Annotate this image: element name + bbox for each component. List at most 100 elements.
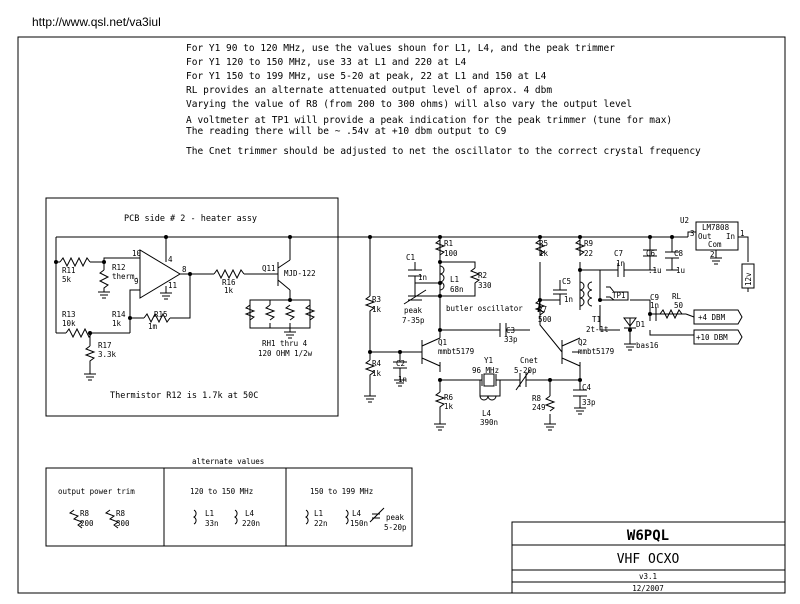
pin-label: 4 xyxy=(168,255,173,264)
value-l4: 390n xyxy=(480,418,498,427)
label-l1: L1 xyxy=(450,275,459,284)
label-r12: R12 xyxy=(112,263,126,272)
regulator-u2 xyxy=(695,221,739,251)
label-c3: C3 xyxy=(506,326,515,335)
label-c5: C5 xyxy=(562,277,571,286)
alternate-box xyxy=(45,467,413,547)
ground-symbol xyxy=(710,257,722,265)
note-line: For Y1 120 to 150 MHz, use 33 at L1 and … xyxy=(186,57,467,68)
alt-value: 300 xyxy=(116,519,130,528)
alternate-labels: alternate values output power trim R8 20… xyxy=(58,457,407,532)
label-c7: C7 xyxy=(614,249,623,258)
resistor-r16 xyxy=(213,268,245,280)
crystal-plates xyxy=(481,374,497,386)
ground-symbol xyxy=(98,291,110,299)
value-r11: 5k xyxy=(62,275,72,284)
value-r14: 1k xyxy=(112,319,122,328)
pin-label: 9 xyxy=(134,277,139,286)
resistor-r9 xyxy=(574,239,586,256)
ground-symbol xyxy=(434,423,446,431)
label-r15: R15 xyxy=(154,310,168,319)
label-r6: R6 xyxy=(444,393,454,402)
alt-inductors-a xyxy=(192,509,238,525)
pin-label: 8 xyxy=(182,265,187,274)
alt-value: 22n xyxy=(314,519,328,528)
value-r7: 500 xyxy=(538,315,552,324)
transformer-t1 xyxy=(579,281,593,307)
alt-inductors-b xyxy=(304,509,349,525)
thermistor-note: Thermistor R12 is 1.7k at 50C xyxy=(110,391,258,401)
label-r5: R5 xyxy=(539,239,548,248)
crystal-y1 xyxy=(483,373,495,387)
label-r1: R1 xyxy=(444,239,453,248)
value-t1: 2t-1t xyxy=(586,325,609,334)
schematic-title: VHF OCXO xyxy=(617,552,680,567)
capacitor-c7 xyxy=(617,263,625,277)
resistor-r3 xyxy=(364,295,376,320)
transistor-q2 xyxy=(561,337,581,367)
heater-resistor xyxy=(284,304,296,332)
value-c2: 1n xyxy=(398,375,407,384)
label-c8: C8 xyxy=(674,249,684,258)
oscillator-labels: R1 100 C1 1n L1 68n R2 330 peak 7-35p bu… xyxy=(372,216,753,427)
resistor-r13 xyxy=(65,327,93,339)
input-12v-flag xyxy=(741,263,755,292)
alt-part: L1 xyxy=(205,509,214,518)
heater-resistor xyxy=(244,304,256,321)
ground-symbol xyxy=(574,407,586,415)
label-y1: Y1 xyxy=(484,356,493,365)
label-c1: C1 xyxy=(406,253,415,262)
label-r8: R8 xyxy=(532,394,542,403)
inductor-l4 xyxy=(479,395,497,401)
ground-symbol xyxy=(160,292,172,300)
resistor-r4 xyxy=(364,359,376,384)
value-r16: 1k xyxy=(224,286,234,295)
heater-resistor xyxy=(304,304,316,321)
reg-pin: 2 xyxy=(710,250,715,259)
notes-block: For Y1 90 to 120 MHz, use the values sho… xyxy=(186,43,701,157)
note-line: Varying the value of R8 (from 200 to 300… xyxy=(186,99,632,110)
value-r8: 249 xyxy=(532,403,546,412)
value-c1: 1n xyxy=(418,273,427,282)
alt-part: R8 xyxy=(116,509,126,518)
value-r1: 100 xyxy=(444,249,458,258)
alt-value: 220n xyxy=(242,519,260,528)
label-cnet: Cnet xyxy=(520,356,538,365)
reg-pin: 1 xyxy=(740,229,745,238)
regulator-com: Com xyxy=(708,240,722,249)
ground-symbol xyxy=(284,331,296,339)
alt-resistors xyxy=(68,509,120,529)
value-c5: 1n xyxy=(564,295,573,304)
output-flag-4dbm xyxy=(693,309,743,325)
ground-symbol xyxy=(394,379,406,387)
label-rl: RL xyxy=(672,292,682,301)
value-c9: 1n xyxy=(650,301,659,310)
output-4dbm-label: +4 DBM xyxy=(698,313,726,322)
butler-label: butler oscillator xyxy=(446,304,523,313)
alt-part: R8 xyxy=(80,509,90,518)
value-r6: 1k xyxy=(444,402,454,411)
note-line: For Y1 150 to 199 MHz, use 5-20 at peak,… xyxy=(186,71,547,82)
heater-resistor xyxy=(264,300,276,328)
value-r2: 330 xyxy=(478,281,492,290)
capacitor-peak xyxy=(403,289,427,305)
value-l1: 68n xyxy=(450,285,464,294)
value-r12: therm. xyxy=(112,272,139,281)
url-text[interactable]: http://www.qsl.net/va3iul xyxy=(32,15,161,29)
resistor-r11 xyxy=(59,256,91,268)
value-r13: 10k xyxy=(62,319,76,328)
value-r3: 1k xyxy=(372,305,382,314)
resistor-r8 xyxy=(544,395,556,412)
title-block-dividers xyxy=(512,544,785,583)
regulator-in: In xyxy=(726,232,735,241)
pin-label: 10 xyxy=(132,249,142,258)
label-u2: U2 xyxy=(680,216,689,225)
opamp-symbol xyxy=(139,249,181,299)
label-r4: R4 xyxy=(372,359,382,368)
capacitor-c4 xyxy=(573,389,587,397)
label-q11: Q11 xyxy=(262,264,276,273)
label-r3: R3 xyxy=(372,295,381,304)
pin-label: 11 xyxy=(168,281,177,290)
regulator-out: Out xyxy=(698,232,712,241)
